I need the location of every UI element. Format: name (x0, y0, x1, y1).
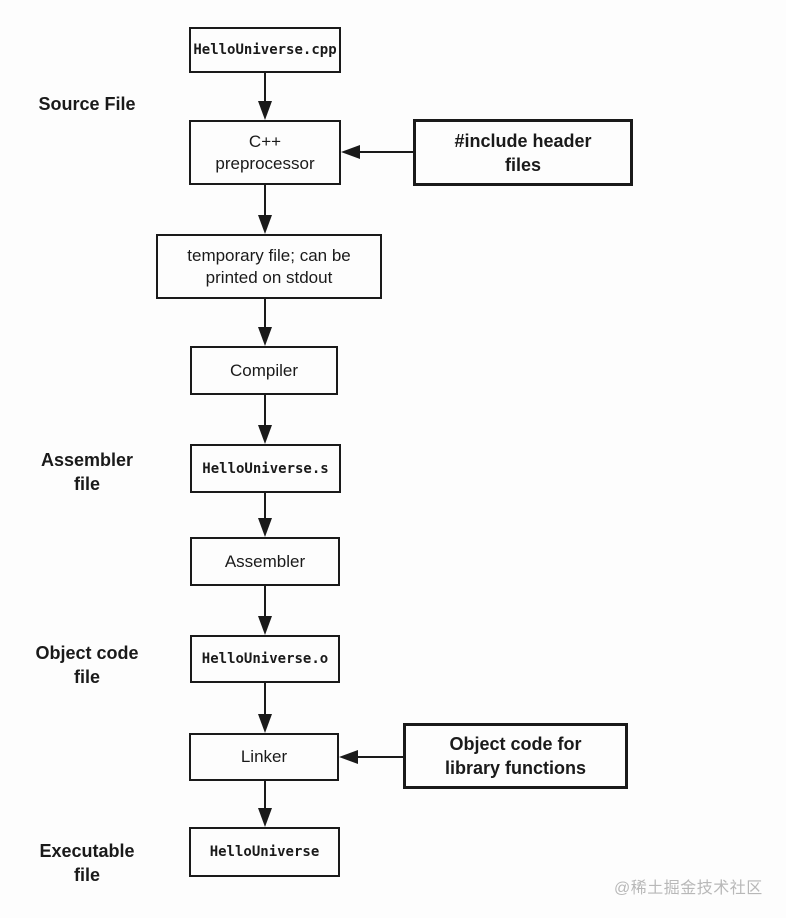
node-library-object-code: Object code for library functions (403, 723, 628, 789)
arrow-assembler-to-objfile (258, 586, 272, 635)
stage-label-object-code-file: Object code file (35, 643, 139, 687)
stage-label-source-file: Source File (38, 94, 136, 114)
node-object-file: HelloUniverse.o (190, 635, 340, 683)
arrow-preprocessor-to-tempfile (258, 185, 272, 234)
node-include-header-files: #include header files (413, 119, 633, 186)
node-assembler: Assembler (190, 537, 340, 586)
node-temporary-file: temporary file; can be printed on stdout (156, 234, 382, 299)
node-preprocessor: C++ preprocessor (189, 120, 341, 185)
node-executable: HelloUniverse (189, 827, 340, 877)
arrow-include-to-preprocessor (341, 145, 413, 159)
node-compiler: Compiler (190, 346, 338, 395)
stage-label-assembler-file: Assembler file (40, 450, 134, 494)
node-linker: Linker (189, 733, 339, 781)
arrow-objfile-to-linker (258, 683, 272, 733)
arrow-libcode-to-linker (339, 750, 403, 764)
arrow-source-to-preprocessor (258, 73, 272, 120)
node-source-file: HelloUniverse.cpp (189, 27, 341, 73)
watermark-text: @稀土掘金技术社区 (614, 880, 763, 897)
node-assembler-file: HelloUniverse.s (190, 444, 341, 493)
arrow-tempfile-to-compiler (258, 299, 272, 346)
arrow-asmfile-to-assembler (258, 493, 272, 537)
stage-label-executable-file: Executable file (39, 841, 135, 885)
arrow-compiler-to-asmfile (258, 395, 272, 444)
arrow-linker-to-exefile (258, 781, 272, 827)
